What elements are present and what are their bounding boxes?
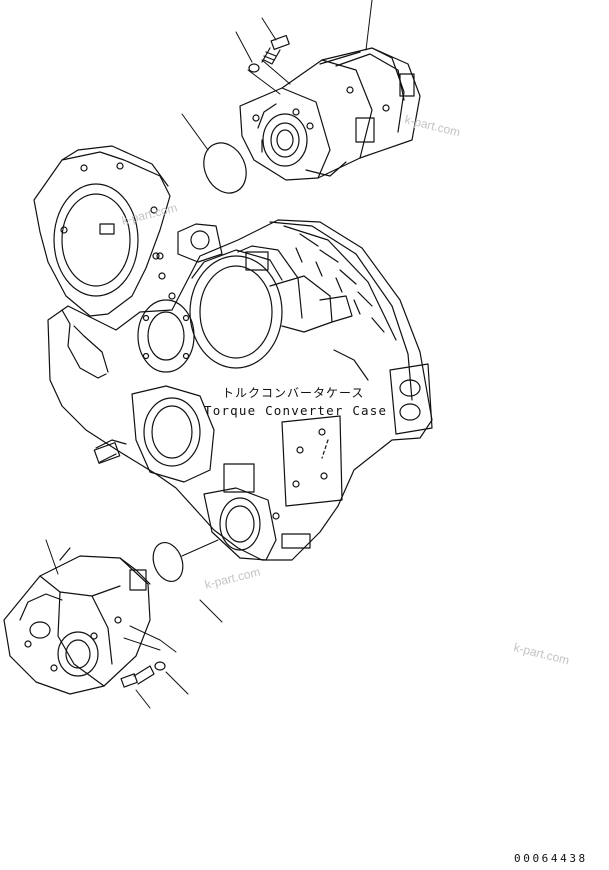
- upper-pump: [239, 47, 421, 181]
- torque-converter-case: [47, 219, 433, 561]
- pump-mount-flange: [33, 145, 171, 317]
- lower-o-ring: [152, 542, 184, 582]
- case-label-japanese: トルクコンバータケース: [222, 386, 365, 400]
- upper-o-ring: [203, 142, 247, 194]
- upper-bolt: [261, 34, 290, 65]
- lower-washer: [154, 661, 166, 671]
- lower-guide-line: [181, 539, 219, 557]
- leader-lines: [45, 0, 373, 709]
- upper-washer: [248, 63, 260, 73]
- lower-bolt: [120, 665, 155, 688]
- lower-pump: [3, 547, 151, 695]
- part-number: 00064438: [514, 852, 588, 865]
- case-label-english: Torque Converter Case: [204, 403, 388, 418]
